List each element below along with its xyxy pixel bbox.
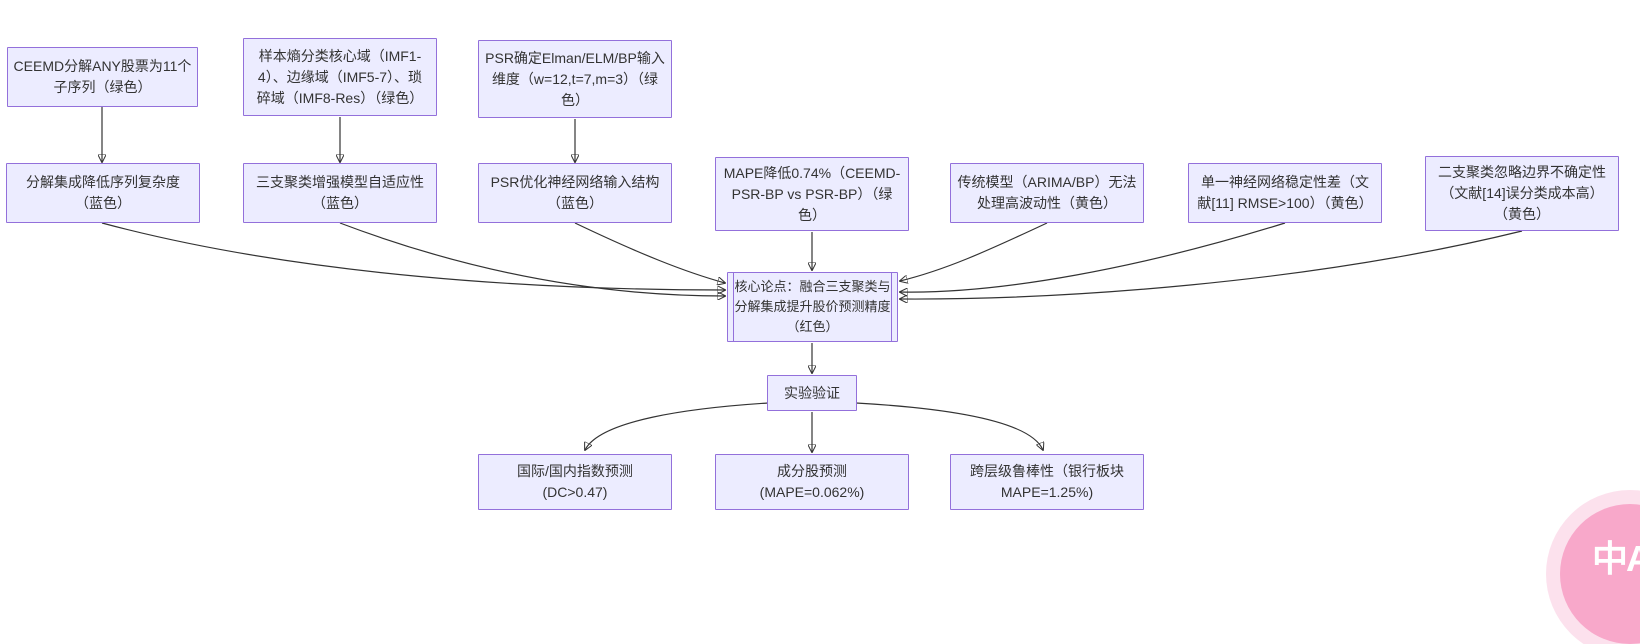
node-sample-entropy: 样本熵分类核心域（IMF1- 4）、边缘域（IMF5-7）、琐 碎域（IMF8-… bbox=[243, 38, 437, 116]
node-single-nn-limit: 单一神经网络稳定性差（文 献[11] RMSE>100）（黄色） bbox=[1188, 163, 1382, 223]
node-two-way-clustering-limit: 二支聚类忽略边界不确定性 （文献[14]误分类成本高） （黄色） bbox=[1425, 156, 1619, 231]
node-mape-evidence: MAPE降低0.74%（CEEMD- PSR-BP vs PSR-BP）（绿 色… bbox=[715, 157, 909, 231]
node-core-claim: 核心论点：融合三支聚类与 分解集成提升股价预测精度 （红色） bbox=[727, 272, 898, 342]
node-index-pred-label: 国际/国内指数预测 (DC>0.47) bbox=[517, 463, 633, 500]
node-traditional-label: 传统模型（ARIMA/BP）无法 处理高波动性（黄色） bbox=[957, 174, 1137, 211]
node-psr-opt-label: PSR优化神经网络输入结构 （蓝色） bbox=[490, 174, 660, 211]
node-index-prediction: 国际/国内指数预测 (DC>0.47) bbox=[478, 454, 672, 510]
node-decomp-label: 分解集成降低序列复杂度 （蓝色） bbox=[26, 174, 180, 211]
edge-psropt-core bbox=[574, 222, 725, 283]
node-twc-label: 三支聚类增强模型自适应性 （蓝色） bbox=[256, 174, 424, 211]
translate-icon: 中A bbox=[1592, 538, 1640, 579]
edge-experiment-robust bbox=[855, 402, 1043, 450]
edge-singlenn-core bbox=[900, 222, 1286, 292]
node-three-way-clustering-benefit: 三支聚类增强模型自适应性 （蓝色） bbox=[243, 163, 437, 223]
node-core-label: 核心论点：融合三支聚类与 分解集成提升股价预测精度 （红色） bbox=[734, 279, 891, 334]
translate-watermark-badge[interactable]: 中A bbox=[1560, 504, 1640, 644]
node-cross-level-robustness: 跨层级鲁棒性（银行板块 MAPE=1.25%) bbox=[950, 454, 1144, 510]
node-psr-optimization-benefit: PSR优化神经网络输入结构 （蓝色） bbox=[478, 163, 672, 223]
node-entropy-label: 样本熵分类核心域（IMF1- 4）、边缘域（IMF5-7）、琐 碎域（IMF8-… bbox=[256, 47, 424, 106]
node-robust-label: 跨层级鲁棒性（银行板块 MAPE=1.25%) bbox=[970, 463, 1124, 500]
node-traditional-model-limit: 传统模型（ARIMA/BP）无法 处理高波动性（黄色） bbox=[950, 163, 1144, 223]
node-experiment-label: 实验验证 bbox=[784, 384, 840, 401]
edge-decomp-core bbox=[101, 222, 725, 290]
node-decomposition-benefit: 分解集成降低序列复杂度 （蓝色） bbox=[6, 163, 200, 223]
node-stock-pred-label: 成分股预测 (MAPE=0.062%) bbox=[759, 463, 865, 500]
node-ceemd-decompose: CEEMD分解ANY股票为11个 子序列（绿色） bbox=[7, 47, 198, 107]
node-two-wc-label: 二支聚类忽略边界不确定性 （文献[14]误分类成本高） （黄色） bbox=[1438, 164, 1606, 222]
edge-traditional-core bbox=[900, 222, 1048, 281]
node-psr-dimension: PSR确定Elman/ELM/BP输入 维度（w=12,t=7,m=3）（绿 色… bbox=[478, 40, 672, 118]
edge-experiment-indexpred bbox=[585, 402, 769, 450]
flowchart-canvas: CEEMD分解ANY股票为11个 子序列（绿色） 样本熵分类核心域（IMF1- … bbox=[6, 38, 1640, 644]
node-constituent-stock-prediction: 成分股预测 (MAPE=0.062%) bbox=[715, 454, 909, 510]
edge-twowc-core bbox=[900, 230, 1523, 299]
node-ceemd-label: CEEMD分解ANY股票为11个 子序列（绿色） bbox=[13, 58, 192, 95]
node-single-nn-label: 单一神经网络稳定性差（文 献[11] RMSE>100）（黄色） bbox=[1197, 174, 1373, 211]
node-psr-dim-label: PSR确定Elman/ELM/BP输入 维度（w=12,t=7,m=3）（绿 色… bbox=[485, 49, 665, 108]
node-mape-label: MAPE降低0.74%（CEEMD- PSR-BP vs PSR-BP）（绿 色… bbox=[723, 164, 901, 223]
edge-twc-core bbox=[339, 222, 725, 296]
node-experiment-validation: 实验验证 bbox=[767, 375, 857, 411]
